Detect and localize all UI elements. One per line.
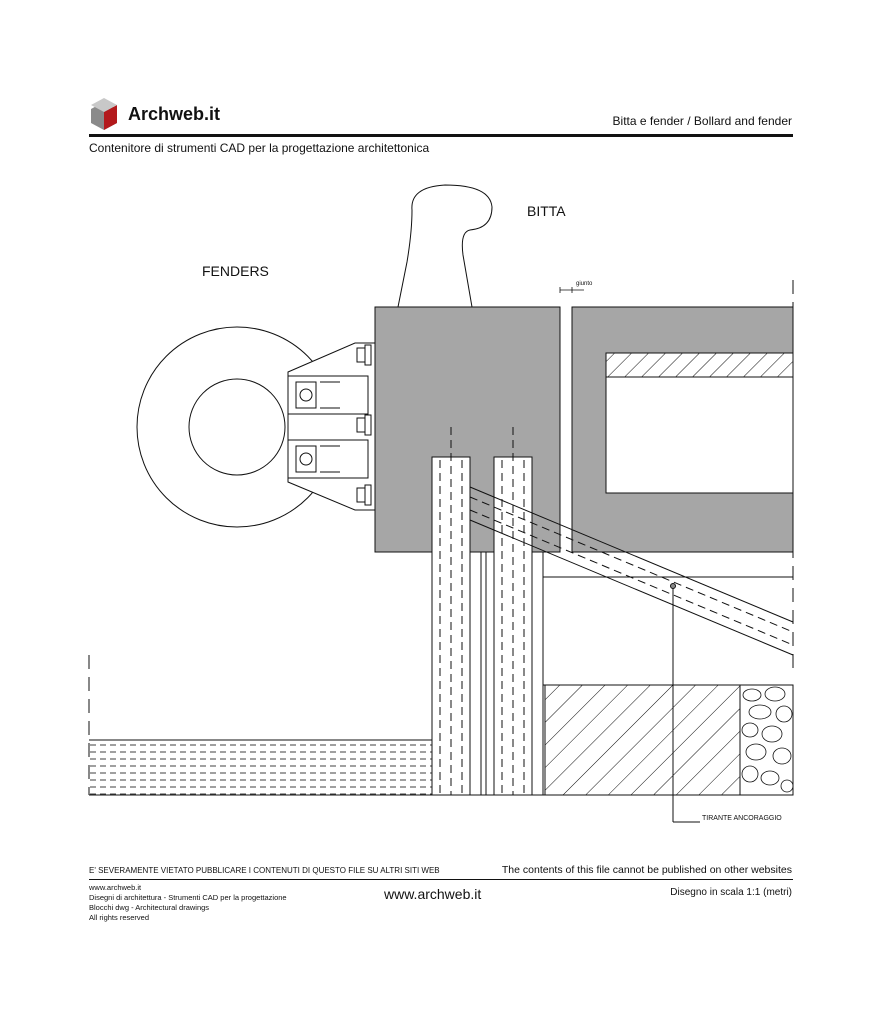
break-lines <box>88 280 794 795</box>
label-bitta: BITTA <box>527 203 566 219</box>
water-body <box>89 740 432 795</box>
footer-line: Blocchi dwg - Architectural drawings <box>89 903 210 912</box>
label-fenders: FENDERS <box>202 263 269 279</box>
warning-english: The contents of this file cannot be publ… <box>501 864 792 876</box>
fender-bracket <box>287 342 376 511</box>
label-giunto: giunto <box>576 281 593 287</box>
footer-line: www.archweb.it <box>89 883 142 892</box>
footer-website[interactable]: www.archweb.it <box>384 886 482 902</box>
quay-deck <box>571 306 794 553</box>
joint-dimension <box>559 287 584 293</box>
embankment <box>544 684 794 796</box>
footer-rule <box>89 879 793 880</box>
brand-logo-text: Archweb.it <box>128 104 221 124</box>
footer-line: All rights reserved <box>89 913 150 922</box>
label-tirante: TIRANTE ANCORAGGIO <box>702 815 782 822</box>
logo-cube-icon <box>91 98 117 130</box>
header-rule <box>89 134 793 137</box>
header-subtitle: Contenitore di strumenti CAD per la prog… <box>89 141 430 155</box>
footer-line: Disegni di architettura - Strumenti CAD … <box>89 893 287 902</box>
pile-axes <box>439 427 525 795</box>
drawing-title: Bitta e fender / Bollard and fender <box>612 114 792 128</box>
bollard <box>397 184 493 308</box>
footer-scale: Disegno in scala 1:1 (metri) <box>670 887 792 898</box>
warning-italian: E' SEVERAMENTE VIETATO PUBBLICARE I CONT… <box>89 866 440 875</box>
footer-credits: www.archweb.it Disegni di architettura -… <box>89 883 287 923</box>
